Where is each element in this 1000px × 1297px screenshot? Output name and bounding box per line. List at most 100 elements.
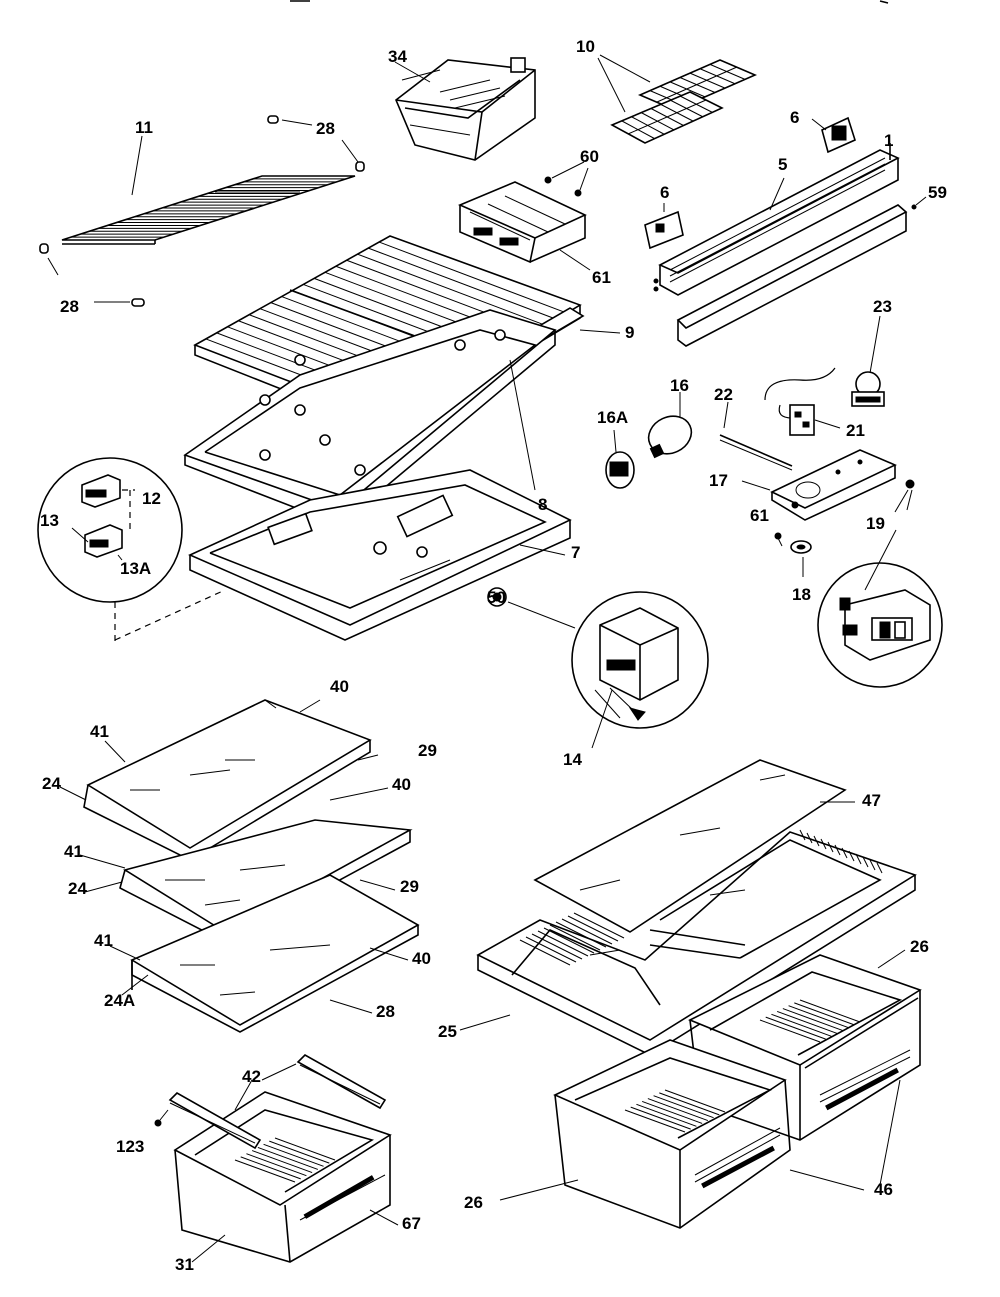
left-crisper-drawer <box>553 1039 791 1229</box>
stroke <box>525 936 577 963</box>
stroke <box>378 241 565 313</box>
deli-rail <box>653 143 927 347</box>
stroke <box>869 859 876 871</box>
label-22: 22 <box>714 385 733 404</box>
meat-drawer <box>173 1091 392 1263</box>
stroke <box>788 1005 849 1029</box>
stroke <box>573 912 625 939</box>
label-60: 60 <box>580 147 599 166</box>
stroke <box>862 856 869 868</box>
label-21: 21 <box>846 421 865 440</box>
crisper-cover-frame <box>476 829 917 1056</box>
label-41-bottom: 41 <box>94 931 113 950</box>
stroke <box>765 1016 826 1040</box>
control-housing <box>114 469 572 641</box>
detail-circle-switch <box>817 562 943 688</box>
label-67: 67 <box>402 1214 421 1233</box>
label-40-bottom: 40 <box>412 949 431 968</box>
label-123: 123 <box>116 1137 144 1156</box>
label-41-top: 41 <box>90 722 109 741</box>
stroke <box>827 841 834 853</box>
frame-hole <box>454 339 466 351</box>
stroke <box>656 66 738 103</box>
label-19: 19 <box>866 514 885 533</box>
stroke <box>848 850 855 862</box>
label-9: 9 <box>625 323 634 342</box>
stroke <box>799 999 861 1023</box>
label-13: 13 <box>40 511 59 530</box>
stroke <box>771 1013 832 1037</box>
label-42: 42 <box>242 1067 261 1086</box>
stroke <box>820 838 827 850</box>
right-crisper-drawer <box>688 954 922 1141</box>
bracket-upper <box>811 116 856 154</box>
stroke <box>641 1100 703 1124</box>
crisper-glass-cover <box>533 759 847 933</box>
label-59: 59 <box>928 183 947 202</box>
stroke <box>624 1109 686 1133</box>
ice-trays <box>597 54 758 144</box>
ice-bucket <box>395 57 536 161</box>
label-25: 25 <box>438 1022 457 1041</box>
stroke <box>794 1002 855 1026</box>
label-7: 7 <box>571 543 580 562</box>
stroke <box>251 1150 313 1174</box>
label-34: 34 <box>388 47 407 66</box>
stroke <box>659 1092 720 1116</box>
glass-shelf-bottom <box>130 874 420 1033</box>
stroke <box>636 1103 697 1127</box>
stroke <box>776 1010 838 1034</box>
label-28-left: 28 <box>60 297 79 316</box>
label-1: 1 <box>884 131 893 150</box>
label-29-top: 29 <box>418 741 437 760</box>
frame-hole <box>259 449 271 461</box>
label-41-middle: 41 <box>64 842 83 861</box>
label-6-lower: 6 <box>660 183 669 202</box>
shaft <box>719 401 793 471</box>
label-61-upper: 61 <box>592 268 611 287</box>
label-40-top: 40 <box>330 677 349 696</box>
shelf-end-caps <box>39 115 365 307</box>
stroke <box>240 1156 301 1180</box>
stroke <box>855 853 862 865</box>
leader-lines <box>59 61 906 1263</box>
stroke <box>531 933 583 960</box>
stroke <box>759 1019 821 1043</box>
stroke <box>263 1143 324 1167</box>
stroke <box>782 1008 844 1032</box>
label-29-bottom: 28 <box>376 1002 395 1021</box>
stroke <box>234 1159 296 1183</box>
frame-hole <box>319 434 331 446</box>
stroke <box>561 918 613 945</box>
frame-hole <box>494 329 506 341</box>
label-5: 5 <box>778 155 787 174</box>
label-29-middle: 29 <box>400 877 419 896</box>
stroke <box>664 1089 726 1113</box>
stroke <box>257 1146 319 1170</box>
label-10: 10 <box>576 37 595 56</box>
label-13a: 13A <box>120 559 151 578</box>
lamp-socket <box>605 429 635 489</box>
stroke <box>543 927 595 954</box>
drawer-slide-rails <box>154 1054 387 1150</box>
label-24-top: 24 <box>42 774 61 793</box>
switch-assembly <box>764 315 885 436</box>
label-16a: 16A <box>597 408 628 427</box>
stroke <box>813 835 820 847</box>
stroke <box>269 1140 330 1164</box>
label-61-lower: 61 <box>750 506 769 525</box>
stroke <box>368 247 554 319</box>
label-24a: 24A <box>104 991 135 1010</box>
wire-shelf <box>61 175 356 245</box>
frame-hole <box>259 394 271 406</box>
detail-circle-control <box>571 591 709 749</box>
label-11: 11 <box>135 118 153 137</box>
stroke <box>841 847 848 859</box>
stroke <box>246 1153 307 1177</box>
label-26-bottom: 26 <box>464 1193 483 1212</box>
stroke <box>876 862 883 874</box>
frame-hole <box>354 464 366 476</box>
stroke <box>357 253 543 325</box>
label-47: 47 <box>862 791 881 810</box>
